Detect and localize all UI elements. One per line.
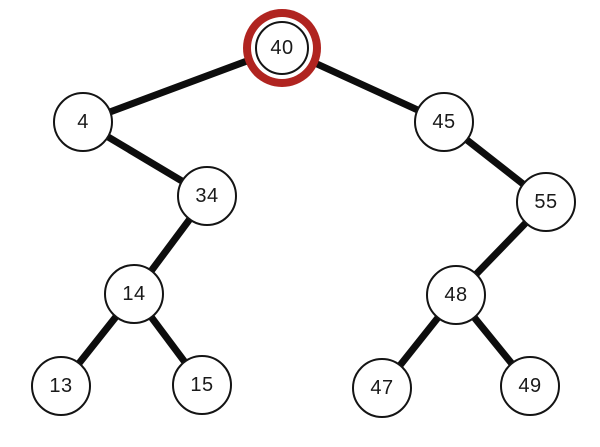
tree-node-14: 14 bbox=[104, 264, 164, 324]
node-label: 14 bbox=[122, 283, 146, 305]
tree-node-34: 34 bbox=[177, 166, 237, 226]
tree-node-49: 49 bbox=[500, 356, 560, 416]
tree-edge-40-4 bbox=[81, 44, 284, 126]
node-label: 4 bbox=[77, 111, 89, 133]
tree-node-13: 13 bbox=[31, 356, 91, 416]
tree-node-55: 55 bbox=[516, 172, 576, 232]
tree-node-48: 48 bbox=[426, 265, 486, 325]
node-label: 40 bbox=[270, 37, 294, 59]
tree-node-47: 47 bbox=[352, 358, 412, 418]
tree-node-15: 15 bbox=[172, 355, 232, 415]
node-label: 15 bbox=[190, 374, 214, 396]
node-label: 49 bbox=[518, 375, 542, 397]
node-label: 45 bbox=[432, 111, 456, 133]
tree-node-4: 4 bbox=[53, 92, 113, 152]
tree-node-40-highlighted: 40 bbox=[255, 21, 309, 75]
node-label: 48 bbox=[444, 284, 468, 306]
node-label: 13 bbox=[49, 375, 73, 397]
node-label: 34 bbox=[195, 185, 219, 207]
tree-node-45: 45 bbox=[414, 92, 474, 152]
node-label: 55 bbox=[534, 191, 558, 213]
node-label: 47 bbox=[370, 377, 394, 399]
